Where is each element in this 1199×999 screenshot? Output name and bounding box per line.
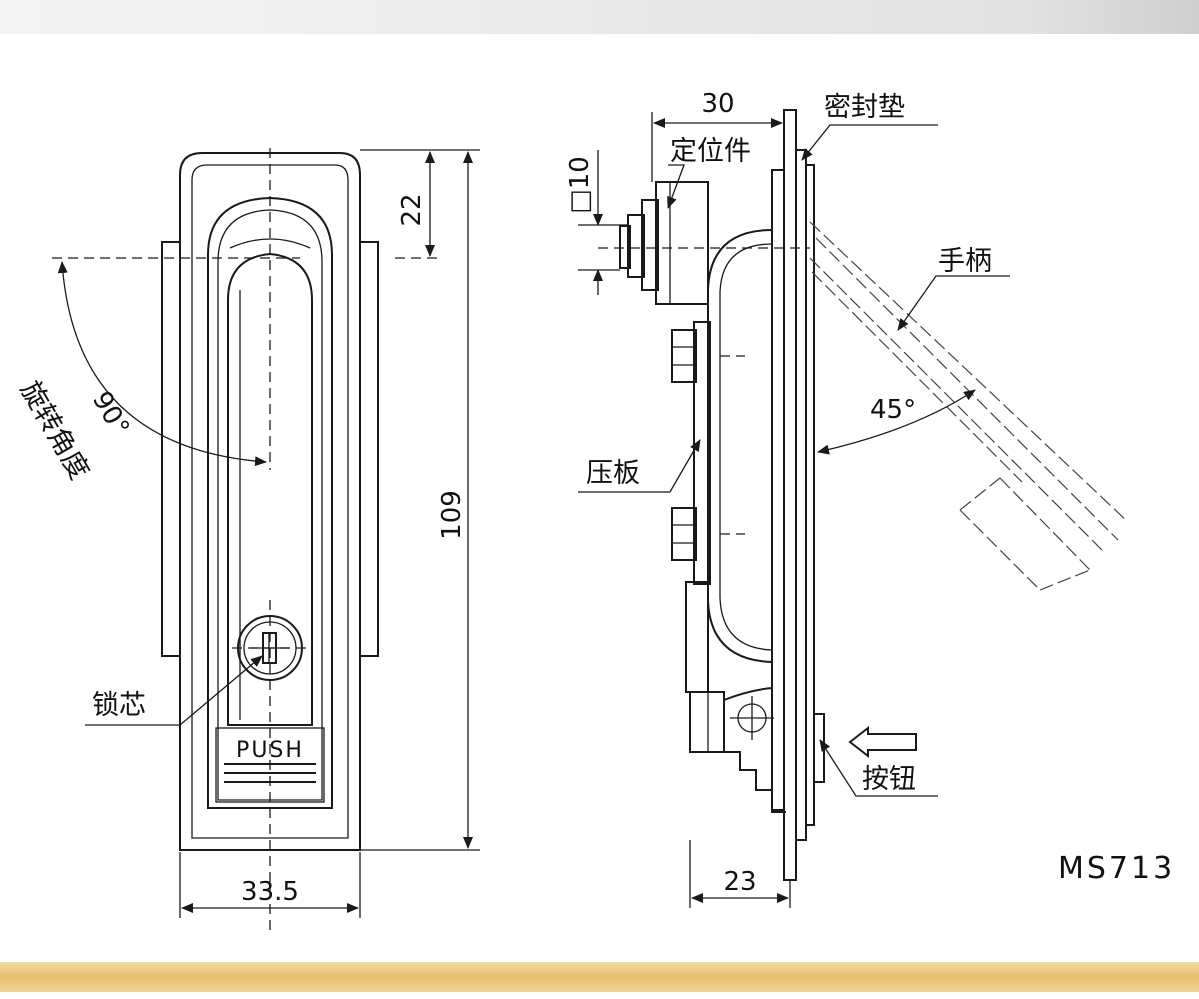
bottom-band: [0, 962, 1199, 992]
rotation-angle: 90°: [86, 387, 135, 442]
front-height-dim: 109: [437, 490, 467, 540]
handle-open-position: [809, 221, 1129, 591]
model-number: MS713: [1058, 851, 1175, 886]
positioner-label: 定位件: [670, 136, 751, 167]
push-text: PUSH: [236, 738, 304, 763]
rotation-label: 旋转角度: [14, 376, 95, 485]
side-bottom-dim: 23: [723, 867, 756, 897]
button-label: 按钮: [862, 764, 916, 795]
side-view: [578, 109, 1129, 908]
lock-core-label: 锁芯: [92, 690, 146, 721]
side-square-dim: □10: [565, 156, 595, 214]
handle-angle: 45°: [870, 395, 916, 425]
top-band: [0, 0, 1199, 34]
side-depth-dim: 30: [701, 89, 734, 119]
front-view: [52, 148, 480, 930]
plate-label: 压板: [586, 458, 640, 489]
front-top-offset-dim: 22: [397, 193, 427, 226]
handle-label: 手柄: [938, 246, 992, 277]
seal-label: 密封垫: [824, 92, 905, 123]
front-width-dim: 33.5: [241, 877, 299, 907]
